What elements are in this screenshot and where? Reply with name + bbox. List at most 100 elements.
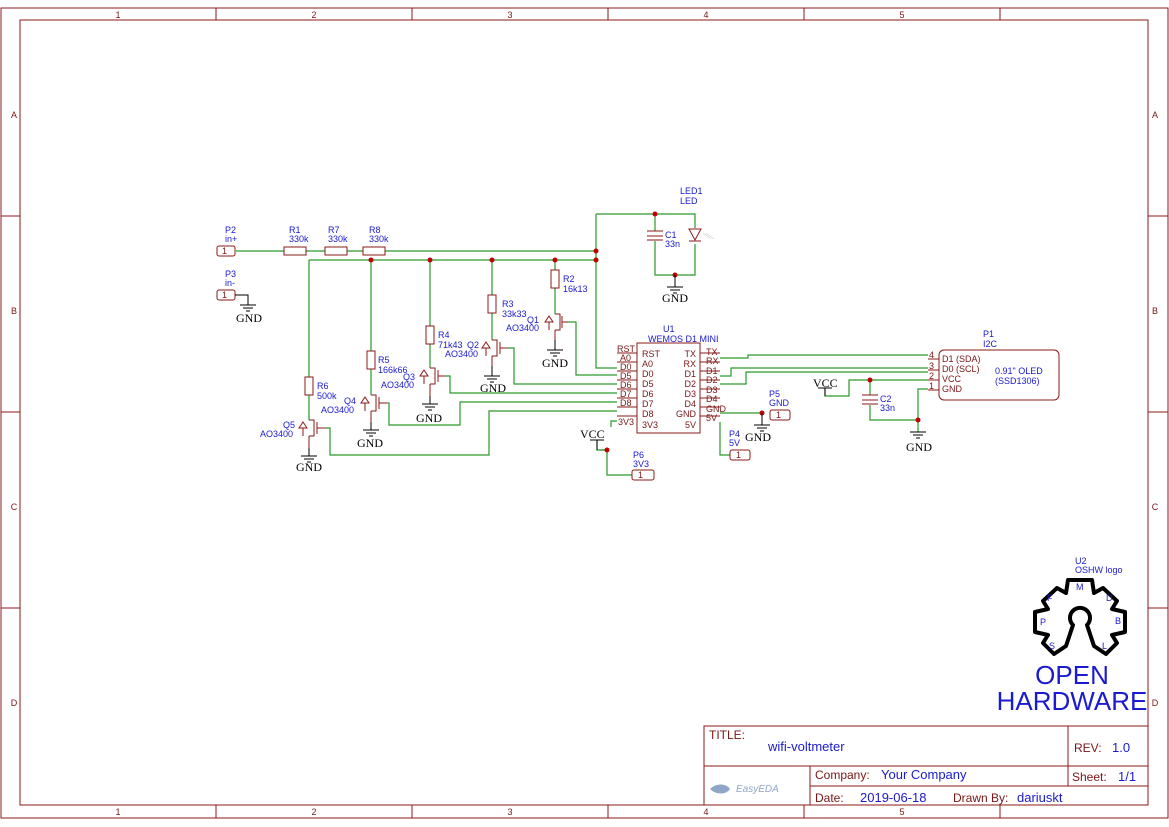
title-value: wifi-voltmeter [767, 739, 845, 754]
vcc-label: VCC [580, 427, 605, 441]
vcc-symbol: VCC [813, 376, 838, 396]
p3-name: in- [225, 278, 235, 288]
c2-value: 33n [880, 403, 895, 413]
gnd-label: GND [236, 311, 262, 325]
u1-pin: D6 [620, 380, 632, 390]
r1-ref: R1 [289, 225, 301, 235]
u1-inner: RST [642, 349, 661, 359]
u1-inner: D5 [642, 379, 654, 389]
u1-pin: 3V3 [618, 417, 634, 427]
sheet-value: 1/1 [1118, 769, 1136, 784]
u2-name: OSHW logo [1075, 565, 1123, 575]
gnd-symbol: GND [662, 275, 688, 305]
q4-ref: Q4 [344, 396, 356, 406]
oled-display-p1: P1 I2C 4 3 2 1 D1 (SDA) D0 (SCL) VCC GND… [928, 329, 1060, 401]
date-label: Date: [815, 791, 844, 805]
logo-letter: F [1047, 593, 1053, 603]
u1-pin: A0 [620, 353, 631, 363]
sheet-frame: 1 2 3 4 5 1 2 3 4 5 A B C D A B C D [0, 7, 1169, 819]
u1-inner: D6 [642, 389, 654, 399]
p4-ref: P4 [729, 429, 740, 439]
mosfet-q3: GND Q3 AO3400 [381, 367, 445, 425]
oled-pin-number: 1 [929, 381, 934, 391]
u1-pin: D5 [620, 371, 632, 381]
r2-ref: R2 [563, 274, 575, 284]
u1-pin: RX [706, 356, 719, 366]
resistor-r4: R4 71k43 [425, 325, 463, 350]
sheet-label: Sheet: [1072, 770, 1107, 784]
p1-name: I2C [983, 339, 998, 349]
r7-value: 330k [328, 234, 348, 244]
logo-letter: B [1115, 616, 1121, 626]
u1-ref: U1 [663, 324, 675, 334]
u1-pin: D0 [620, 362, 632, 372]
oled-pin-number: 4 [929, 350, 934, 360]
resistor-r8: R8 330k [362, 225, 389, 256]
u1-inner: RX [683, 359, 696, 369]
resistor-r5: R5 166k66 [366, 350, 408, 375]
p2-pin: 1 [222, 246, 227, 256]
q2-value: AO3400 [445, 349, 478, 359]
r8-ref: R8 [369, 225, 381, 235]
oled-pin-name: VCC [942, 374, 962, 384]
p5-ref: P5 [769, 389, 780, 399]
gnd-label: GND [542, 356, 568, 370]
mosfet-q5: GND Q5 AO3400 [260, 419, 325, 474]
connector-p5: 1 P5 GND GND [745, 389, 791, 444]
p2-ref: P2 [225, 225, 236, 235]
q3-value: AO3400 [381, 380, 414, 390]
resistor-r6: R6 500k [304, 376, 337, 401]
connector-p4: 1 P4 5V [729, 429, 751, 461]
r1-value: 330k [289, 234, 309, 244]
rev-label: REV: [1074, 741, 1102, 755]
p3-ref: P3 [225, 269, 236, 279]
mosfet-q1: GND Q1 AO3400 [506, 313, 568, 370]
row-label: B [11, 306, 17, 316]
easyeda-logo-text: EasyEDA [736, 784, 779, 795]
p5-name: GND [769, 398, 790, 408]
gnd-label: GND [662, 291, 688, 305]
col-label: 3 [507, 10, 512, 20]
u1-pin: TX [706, 347, 718, 357]
p6-ref: P6 [633, 450, 644, 460]
u1-pin: 5V [706, 413, 717, 423]
logo-hardware-text: HARDWARE [997, 686, 1148, 716]
u1-name: WEMOS D1 MINI [648, 334, 719, 344]
vcc-symbol: VCC [580, 427, 605, 450]
q5-ref: Q5 [283, 420, 295, 430]
oled-pin-name: D0 (SCL) [942, 364, 980, 374]
wemos-d1-mini: U1 WEMOS D1 MINI RST A0 D0 D5 D6 D7 D8 3… [617, 324, 727, 434]
u1-pin: GND [706, 404, 727, 414]
u1-inner: A0 [642, 359, 653, 369]
c2-ref: C2 [880, 394, 892, 404]
u1-inner: D3 [684, 389, 696, 399]
r5-value: 166k66 [378, 365, 408, 375]
r7-ref: R7 [328, 225, 340, 235]
p1-ref: P1 [983, 329, 994, 339]
oled-pin-number: 3 [929, 361, 934, 371]
led1-value: LED [680, 196, 698, 206]
col-label: 2 [311, 10, 316, 20]
r3-ref: R3 [502, 299, 514, 309]
row-label: A [1152, 110, 1158, 120]
capacitor-c1: C1 33n [647, 230, 680, 249]
row-label: D [1152, 698, 1159, 708]
gnd-label: GND [745, 430, 771, 444]
u1-inner: TX [684, 349, 696, 359]
resistor-r1: R1 330k [283, 225, 309, 256]
u1-inner: D4 [684, 399, 696, 409]
drawn-by-value: dariuskt [1017, 790, 1063, 805]
r5-ref: R5 [378, 355, 390, 365]
col-label: 4 [703, 807, 708, 817]
u1-inner: D8 [642, 409, 654, 419]
q4-value: AO3400 [321, 405, 354, 415]
led1: LED1 LED [680, 186, 715, 242]
mosfet-q2: GND Q2 AO3400 [445, 339, 507, 395]
mosfet-q4: GND Q4 AO3400 [321, 394, 387, 450]
title-label: TITLE: [709, 728, 745, 742]
row-label: C [1152, 502, 1159, 512]
gnd-label: GND [296, 460, 322, 474]
gnd-label: GND [906, 440, 932, 454]
oled-desc: 0.91" OLED [995, 366, 1043, 376]
row-label: A [11, 110, 17, 120]
